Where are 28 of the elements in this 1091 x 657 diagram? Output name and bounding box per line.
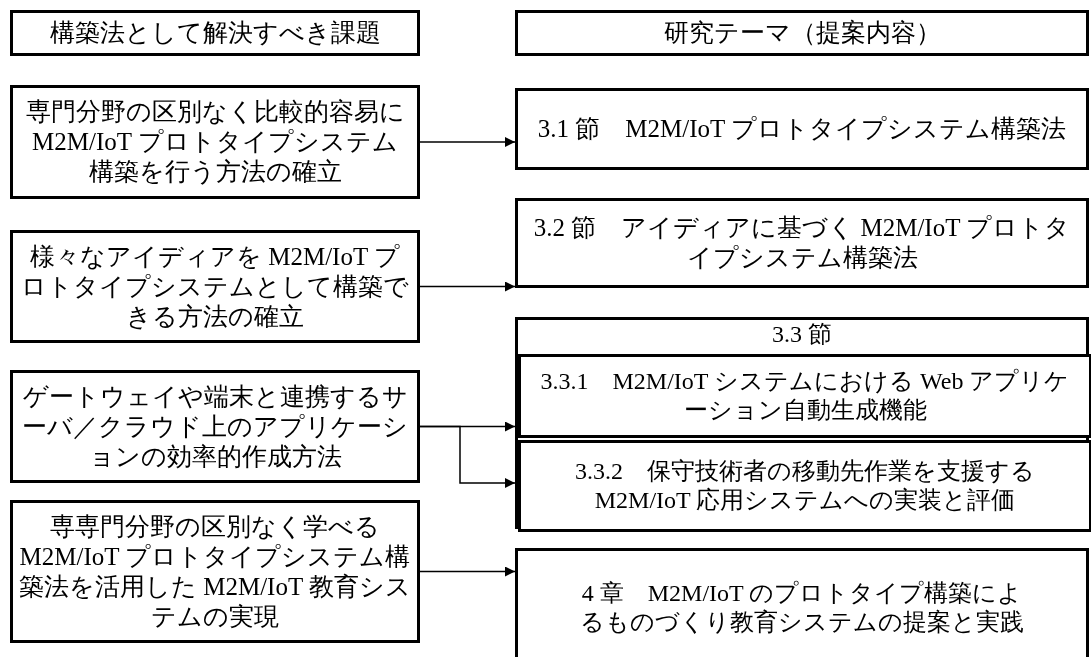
box-text: 3.2 節 アイディアに基づく M2M/IoT プロトタイプシステム構築法 — [532, 213, 1072, 273]
text-box — [515, 10, 1089, 56]
box-text: 4 章 M2M/IoT のプロトタイプ構築によるものづくり教育システムの提案と実践 — [579, 579, 1025, 637]
text-box — [10, 370, 420, 483]
box-text: 構築法として解決すべき課題 — [49, 18, 381, 48]
group-heading: 3.3 節 — [772, 320, 832, 349]
text-box — [10, 230, 420, 343]
arrow — [419, 137, 516, 147]
section-group-box — [515, 317, 1089, 529]
text-box — [10, 10, 420, 56]
box-text: 様々なアイディアを M2M/IoT プロトタイプシステムとして構築できる方法の確立 — [21, 241, 409, 332]
box-text: 3.1 節 M2M/IoT プロトタイプシステム構築法 — [537, 114, 1067, 144]
box-text: 3.3.1 M2M/IoT システムにおける Web アプリケーション自動生成機能 — [539, 367, 1071, 425]
text-box — [10, 85, 420, 199]
subsection-box — [518, 354, 1091, 438]
text-box — [515, 548, 1089, 657]
box-text: 研究テーマ（提案内容） — [663, 18, 941, 48]
arrow — [419, 281, 516, 292]
box-text: ゲートウェイや端末と連携するサーバ／クラウド上のアプリケーションの効率的作成方法 — [21, 381, 409, 472]
subsection-box — [518, 440, 1091, 532]
text-box — [10, 500, 420, 643]
arrow — [419, 425, 516, 488]
text-box — [515, 198, 1089, 288]
box-text: 3.3.2 保守技術者の移動先作業を支援する M2M/IoT 応用システムへの実装と評価 — [574, 457, 1036, 515]
box-text: 専門分野の区別なく比較的容易に M2M/IoT プロトタイプシステム構築を行う方法の確立 — [24, 97, 406, 187]
box-text: 専専門分野の区別なく学べる M2M/IoT プロトタイプシステム構築法を活用した M2M/IoT 教育システムの実現 — [17, 511, 413, 632]
arrow — [419, 566, 516, 577]
text-box — [515, 88, 1089, 170]
